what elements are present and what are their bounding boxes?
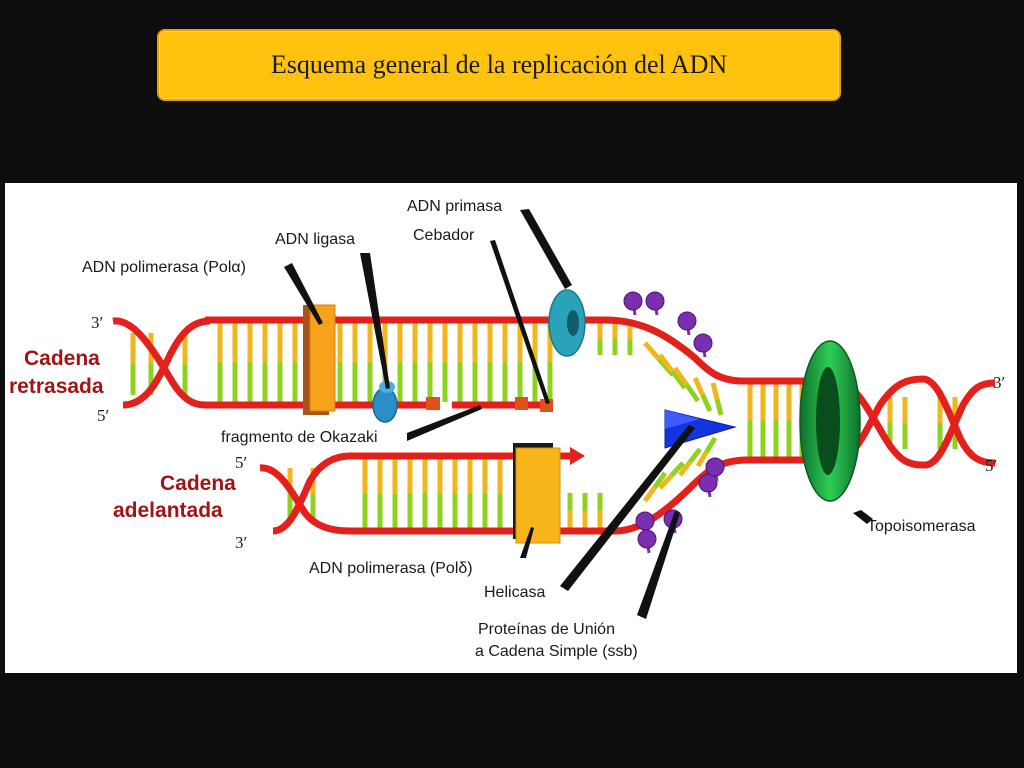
fork-arm-base-a — [695, 450, 709, 468]
end-lead-left-bottom: 3′ — [235, 533, 247, 552]
lagging-label-line2: retrasada — [9, 375, 104, 398]
label-primasa: ADN primasa — [407, 198, 502, 215]
leading-template-backbone — [350, 456, 835, 535]
pointer-ssb — [637, 511, 680, 619]
end-lead-left-top: 5′ — [235, 453, 247, 472]
end-right-top: 3′ — [993, 373, 1005, 392]
pointer-pol-delta — [520, 527, 534, 558]
label-okazaki: fragmento de Okazaki — [221, 429, 378, 446]
parental-backbone-b — [834, 375, 996, 467]
parental-backbone-a — [834, 377, 996, 469]
replication-diagram: Cadena retrasada Cadena adelantada 3′ 5′… — [9, 198, 1005, 660]
ligase-enzyme — [372, 387, 398, 423]
leading-label-line1: Cadena — [160, 472, 236, 495]
ssb-protein — [677, 311, 697, 336]
label-ligasa: ADN ligasa — [275, 231, 355, 248]
polymerase-delta — [513, 443, 561, 544]
ssb-protein — [705, 457, 725, 482]
fork-arm-base-b — [704, 436, 718, 454]
slide-title-box: Esquema general de la replicación del AD… — [157, 29, 841, 101]
label-ssb-line1: Proteínas de Unión — [478, 621, 615, 638]
label-cebador: Cebador — [413, 227, 475, 244]
ssb-protein-head — [677, 311, 697, 331]
parental-helix — [834, 375, 996, 469]
end-lag-left-bottom: 5′ — [97, 406, 109, 425]
primer-3 — [540, 399, 553, 412]
pointer-pol-alpha — [284, 263, 323, 325]
fork-arm-base-b — [700, 393, 713, 413]
fork-arm-base-a — [710, 382, 720, 400]
fork-arm-base-b — [652, 471, 668, 489]
pointer-okazaki — [407, 405, 482, 441]
fork-arm-base-a — [643, 341, 661, 361]
fork-arm-base-b — [688, 447, 702, 464]
helicase-wedge-shade — [665, 410, 700, 429]
ssb-protein-head — [698, 473, 718, 493]
lagging-strand — [112, 316, 835, 412]
fork-arm-base-b — [684, 383, 701, 403]
ssb-protein — [623, 291, 643, 316]
ssb-proteins — [623, 291, 725, 554]
lagging-template-backbone — [205, 316, 835, 385]
leading-helix-backbone-b — [272, 452, 351, 535]
fork-arm-base-b — [669, 461, 685, 478]
pointer-cebador — [490, 240, 550, 404]
fork-arm-base-a — [692, 376, 705, 396]
fork-arm-base-a — [658, 353, 675, 374]
ssb-protein — [645, 291, 665, 316]
label-pol-alpha: ADN polimerasa (Polα) — [82, 259, 246, 276]
primase-ring — [548, 289, 586, 357]
pointer-helicasa — [560, 425, 695, 591]
end-right-bottom: 5′ — [985, 456, 997, 475]
fork-arm-base-a — [658, 473, 674, 490]
ssb-protein-head — [693, 333, 713, 353]
ssb-protein-head — [623, 291, 643, 311]
primer-2 — [515, 397, 528, 410]
ssb-protein — [693, 333, 713, 358]
ssb-protein-head — [645, 291, 665, 311]
label-topoisomerasa: Topoisomerasa — [867, 518, 976, 535]
fork-arm-base-a — [678, 460, 692, 477]
pointer-primasa — [520, 209, 572, 289]
ssb-protein — [698, 473, 718, 498]
ssb-protein-head — [637, 529, 657, 549]
fork-arm-base-b — [714, 398, 724, 416]
end-lag-left-top: 3′ — [91, 313, 103, 332]
pointer-ligasa — [360, 253, 390, 389]
label-pol-delta: ADN polimerasa (Polδ) — [309, 560, 473, 577]
leading-helix-backbone-a — [259, 464, 351, 535]
leading-label-line2: adelantada — [113, 499, 223, 522]
fork-arm-base-a — [672, 366, 689, 386]
leading-strand — [259, 447, 835, 535]
diagram-panel: Cadena retrasada Cadena adelantada 3′ 5′… — [5, 183, 1017, 673]
pointer-topoisomerasa — [853, 510, 873, 524]
lagging-label-line1: Cadena — [24, 347, 100, 370]
slide-title: Esquema general de la replicación del AD… — [270, 50, 728, 79]
topoisomerase-ring — [799, 340, 861, 502]
label-helicasa: Helicasa — [484, 584, 545, 601]
lagging-helix-backbone-b — [122, 317, 211, 409]
lagging-helix-backbone-a — [112, 317, 206, 409]
fork-arm-base-a — [642, 485, 658, 503]
fork-arm-base-b — [670, 369, 687, 390]
primer-1 — [426, 397, 440, 410]
ssb-protein — [637, 529, 657, 554]
ssb-protein-head — [705, 457, 725, 477]
ssb-protein-head — [635, 511, 655, 531]
label-pointers — [284, 209, 873, 619]
leading-synthesis-arrow — [570, 447, 585, 465]
label-ssb-line2: a Cadena Simple (ssb) — [475, 643, 638, 660]
